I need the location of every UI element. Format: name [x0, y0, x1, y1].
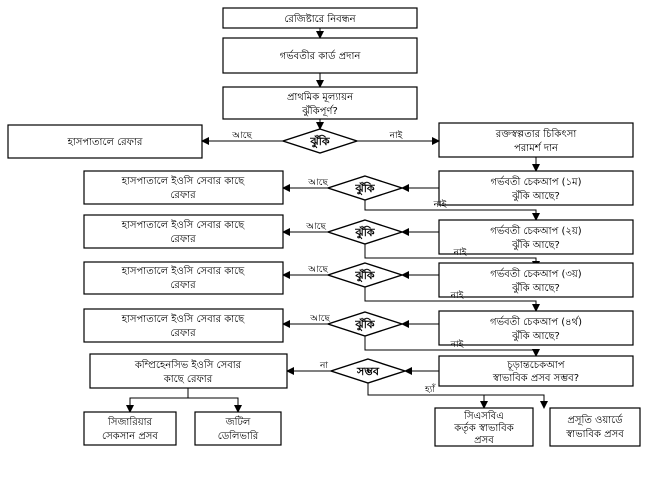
eoc-refer1-text-2: রেফার	[170, 190, 196, 201]
registration-text: রেজিষ্টারে নিবন্ধন	[284, 13, 356, 25]
edge-label-no2: নাই	[453, 247, 467, 258]
sba-text-1: সিএসবিএ	[463, 410, 504, 422]
hospital-refer-node: হাসপাতালে রেফার	[7, 124, 203, 159]
risk4-diamond: ঝুঁকি	[325, 311, 405, 337]
checkup3-node: গর্ভবতী চেকআপ (৩য়) ঝুঁকি আছে?	[438, 262, 634, 298]
checkup3-text-1: গর্ভবতী চেকআপ (৩য়)	[490, 267, 581, 280]
final-checkup-text-1: চূড়ান্তচেকআপ	[506, 360, 564, 371]
eoc-refer1-text-1: হাসপাতালে ইওসি সেবার কাছে	[121, 175, 245, 187]
eoc-refer4-text-2: রেফার	[170, 328, 196, 339]
final-checkup-text-2: স্বাভাবিক প্রসব সম্ভব?	[492, 372, 579, 384]
eoc-refer2-node: হাসপাতালে ইওসি সেবার কাছে রেফার	[83, 214, 284, 249]
edge-label-possible-yes: হ্যাঁ	[424, 383, 436, 395]
sba-text-2: কর্তৃক স্বাভাবিক	[453, 422, 514, 434]
checkup3-text-2: ঝুঁকি আছে?	[511, 281, 560, 294]
eoc-refer1-node: হাসপাতালে ইওসি সেবার কাছে রেফার	[83, 170, 284, 205]
comprehensive-text-2: কাছে রেফার	[163, 374, 213, 385]
registration-node: রেজিষ্টারে নিবন্ধন	[222, 7, 418, 29]
possible-diamond: সম্ভব	[328, 358, 408, 384]
edge-label-not-possible: না	[319, 361, 328, 371]
eoc-refer2-text-1: হাসপাতালে ইওসি সেবার কাছে	[121, 219, 245, 231]
edge-risk4-no	[364, 336, 540, 357]
edge-final-possible	[404, 367, 440, 375]
caesarean-node: সিজারিয়ার সেকসান প্রসব	[83, 411, 177, 446]
sba-text-3: প্রসব	[474, 435, 494, 446]
anemia-text-2: পরামর্শ দান	[514, 142, 559, 154]
edge-label-no-main: নাই	[389, 130, 403, 141]
checkup4-text-2: ঝুঁকি আছে?	[511, 329, 560, 342]
checkup1-text-2: ঝুঁকি আছে?	[511, 189, 560, 202]
ward-text-2: স্বাভাবিক প্রসব	[565, 428, 624, 440]
assessment-text-2: ঝুঁকিপূর্ণ?	[301, 104, 338, 117]
final-checkup-node: চূড়ান্তচেকআপ স্বাভাবিক প্রসব সম্ভব?	[438, 355, 634, 387]
assessment-text-1: প্রাথমিক মূল্যায়ন	[287, 91, 354, 103]
edge-label-yes4: আছে	[309, 314, 330, 324]
comprehensive-refer-node: কম্প্রিহেনসিভ ইওসি সেবার কাছে রেফার	[89, 353, 288, 389]
card-node: গর্ভবতীর কার্ড প্রদান	[222, 37, 418, 74]
edge-label-no3: নাই	[450, 290, 464, 301]
checkup2-text-1: গর্ভবতী চেকআপ (২য়)	[490, 224, 581, 237]
complicated-text-1: জটিল	[225, 415, 251, 428]
risk4-text: ঝুঁকি	[354, 317, 375, 332]
edge-possible-sba	[367, 383, 488, 409]
risk1-text: ঝুঁকি	[354, 181, 375, 196]
ward-text-1: প্রসূতি ওয়ার্ডে	[567, 414, 623, 426]
assessment-node: প্রাথমিক মূল্যায়ন ঝুঁকিপূর্ণ?	[222, 86, 418, 120]
edge-comprehensive-caesarean	[126, 388, 189, 413]
checkup1-text-1: গর্ভবতী চেকআপ (১ম)	[490, 175, 581, 188]
eoc-refer2-text-2: রেফার	[170, 234, 196, 245]
eoc-refer3-node: হাসপাতালে ইওসি সেবার কাছে রেফার	[83, 261, 284, 295]
risk1-diamond: ঝুঁকি	[325, 175, 405, 201]
checkup1-node: গর্ভবতী চেকআপ (১ম) ঝুঁকি আছে?	[438, 170, 634, 206]
edge-risk1-no	[364, 200, 540, 221]
hospital-refer-text: হাসপাতালে রেফার	[67, 137, 143, 148]
risk-main-diamond: ঝুঁকি	[280, 128, 360, 154]
edge-label-no4: নাই	[450, 339, 464, 350]
comprehensive-text-1: কম্প্রিহেনসিভ ইওসি সেবার	[134, 359, 242, 371]
edge-label-yes2: আছে	[305, 222, 326, 232]
risk2-text: ঝুঁকি	[354, 225, 375, 240]
anemia-node: রক্তস্বল্পতার চিকিৎসা পরামর্শ দান	[438, 122, 634, 158]
edge-possible-ward	[484, 394, 548, 409]
card-text: গর্ভবতীর কার্ড প্রদান	[280, 49, 362, 62]
eoc-refer3-text-1: হাসপাতালে ইওসি সেবার কাছে	[121, 265, 245, 277]
edge-comprehensive-complicated	[188, 397, 242, 413]
checkup2-text-2: ঝুঁকি আছে?	[511, 238, 560, 251]
eoc-refer4-node: হাসপাতালে ইওসি সেবার কাছে রেফার	[83, 308, 284, 343]
checkup2-node: গর্ভবতী চেকআপ (২য়) ঝুঁকি আছে?	[438, 219, 634, 255]
edge-risk3-no	[364, 287, 540, 312]
complicated-delivery-node: জটিল ডেলিভারি	[194, 411, 282, 446]
edge-label-yes1: আছে	[307, 178, 328, 188]
edge-label-no1: নাই	[433, 199, 447, 210]
risk3-text: ঝুঁকি	[354, 268, 375, 283]
possible-text: সম্ভব	[356, 365, 380, 378]
ward-delivery-node: প্রসূতি ওয়ার্ডে স্বাভাবিক প্রসব	[549, 407, 641, 447]
anemia-text-1: রক্তস্বল্পতার চিকিৎসা	[495, 128, 578, 140]
checkup4-node: গর্ভবতী চেকআপ (৪র্থ) ঝুঁকি আছে?	[438, 310, 634, 346]
risk2-diamond: ঝুঁকি	[325, 219, 405, 245]
risk-main-text: ঝুঁকি	[309, 134, 330, 149]
checkup4-text-1: গর্ভবতী চেকআপ (৪র্থ)	[490, 315, 582, 328]
caesarean-text-2: সেকসান প্রসব	[102, 431, 158, 442]
risk3-diamond: ঝুঁকি	[325, 262, 405, 288]
edge-label-yes-main: আছে	[231, 131, 252, 141]
eoc-refer3-text-2: রেফার	[170, 280, 196, 291]
caesarean-text-1: সিজারিয়ার	[107, 416, 152, 428]
eoc-refer4-text-1: হাসপাতালে ইওসি সেবার কাছে	[121, 313, 245, 325]
edge-label-yes3: আছে	[307, 265, 328, 275]
complicated-text-2: ডেলিভারি	[218, 430, 259, 442]
sba-delivery-node: সিএসবিএ কর্তৃক স্বাভাবিক প্রসব	[434, 407, 534, 447]
